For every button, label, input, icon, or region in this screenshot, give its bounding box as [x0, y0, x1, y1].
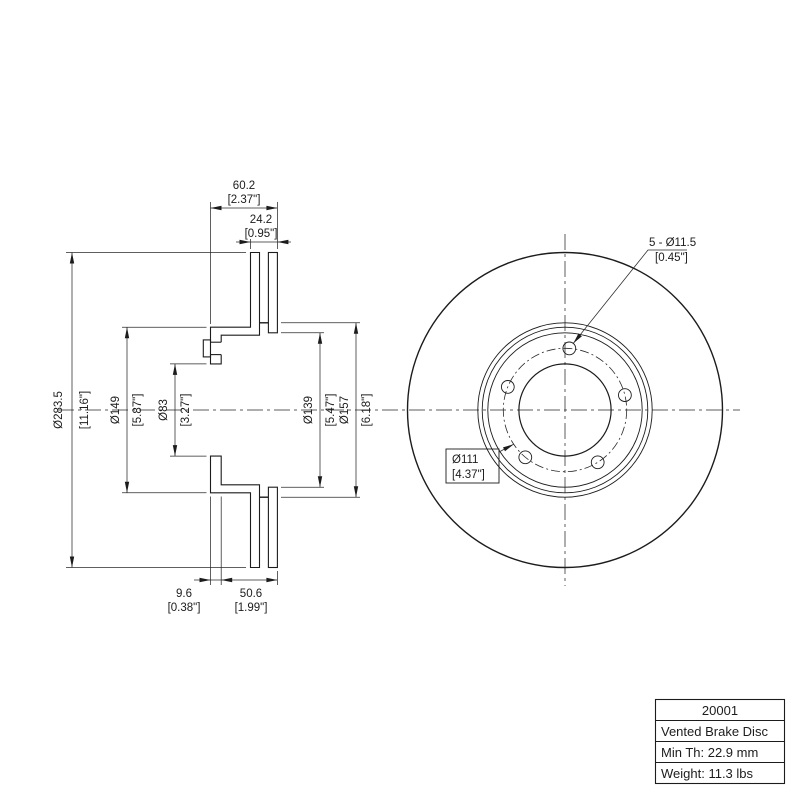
section-dimensions: 60.2 [2.37"] 24.2 [0.95"] 9.6 [0.38"] 50… [53, 180, 373, 614]
dim-bolt-holes-mm: 5 - Ø11.5 [649, 237, 696, 249]
bolt-hole [618, 388, 632, 402]
min-thickness: Min Th: 22.9 mm [661, 745, 758, 760]
title-block: 20001 Vented Brake Disc Min Th: 22.9 mm … [654, 698, 786, 785]
dim-hat-depth-mm: 50.6 [240, 588, 262, 600]
bolt-hole [500, 380, 515, 394]
dim-inner-diameter2-mm: Ø157 [339, 396, 351, 424]
section-outboard-plate-bottom [267, 486, 278, 569]
bolt-hole [590, 455, 605, 470]
dim-outer-diameter-mm: Ø283.5 [53, 391, 65, 429]
dim-flange-thickness-mm: 9.6 [176, 588, 192, 600]
dim-total-width-mm: 60.2 [233, 180, 255, 192]
section-outboard-plate-top [267, 251, 278, 334]
center-bore-circle [518, 363, 612, 457]
dim-rotor-thickness-mm: 24.2 [250, 214, 272, 226]
dim-inner-diameter1-in: [5.47"] [325, 394, 337, 427]
dim-bolt-circle-in: [4.37"] [452, 469, 485, 481]
dim-outer-diameter-in: [11.16"] [79, 391, 91, 429]
bolt-circle [502, 347, 628, 473]
outer-diameter-circle [406, 251, 724, 569]
section-view [202, 251, 278, 569]
product-name: Vented Brake Disc [661, 724, 768, 739]
dim-hat-depth-in: [1.99"] [235, 602, 268, 614]
section-hat-flange-bottom [209, 455, 261, 569]
dim-inner-diameter1-mm: Ø139 [303, 396, 315, 424]
bolt-circle-dim-box [445, 448, 500, 484]
part-number: 20001 [702, 703, 738, 718]
bolt-hole [518, 450, 533, 465]
dim-hat-diameter-in: [5.87"] [132, 394, 144, 427]
dim-hat-diameter-mm: Ø149 [110, 396, 122, 424]
dim-total-width-in: [2.37"] [228, 194, 261, 206]
section-stud-detail [202, 339, 212, 358]
dim-bolt-holes-in: [0.45"] [655, 252, 688, 264]
dim-bore-diameter-mm: Ø83 [158, 399, 170, 421]
dim-bolt-circle-mm: Ø111 [452, 454, 478, 466]
dim-inner-diameter2-in: [6.18"] [361, 394, 373, 427]
front-view: 5 - Ø11.5 [0.45"] Ø111 [4.37"] [406, 237, 724, 569]
section-hat-flange-top [209, 251, 261, 365]
bolt-hole [562, 341, 577, 356]
dim-rotor-thickness-in: [0.95"] [245, 228, 278, 240]
dim-flange-thickness-in: [0.38"] [168, 602, 201, 614]
weight: Weight: 11.3 lbs [661, 766, 754, 781]
dim-bore-diameter-in: [3.27"] [180, 394, 192, 427]
